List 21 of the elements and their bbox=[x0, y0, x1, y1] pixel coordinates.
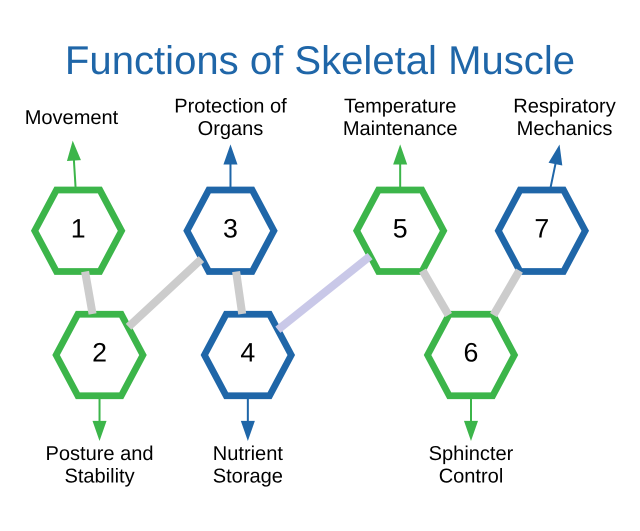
arrow bbox=[464, 396, 478, 441]
node-text: Sphincter Control bbox=[428, 442, 514, 488]
node-text: Respiratory Mechanics bbox=[513, 96, 616, 140]
connector bbox=[126, 256, 204, 330]
arrow bbox=[223, 144, 238, 190]
node-text: Protection of Organs bbox=[174, 96, 287, 140]
arrow bbox=[548, 144, 562, 190]
diagram-title: Functions of Skeletal Muscle bbox=[64, 38, 576, 83]
node-text: Posture and Stability bbox=[46, 442, 154, 488]
arrow bbox=[240, 396, 255, 441]
arrow bbox=[66, 140, 81, 190]
connector bbox=[490, 268, 523, 318]
node-text: Temperature Maintenance bbox=[342, 96, 458, 140]
node-text: Nutrient Storage bbox=[212, 442, 283, 488]
connector bbox=[419, 268, 452, 318]
arrow bbox=[92, 396, 107, 441]
connector bbox=[81, 270, 96, 315]
connector bbox=[232, 271, 246, 315]
connector bbox=[275, 252, 373, 333]
node-text: Movement bbox=[24, 106, 118, 129]
arrow bbox=[393, 144, 408, 190]
